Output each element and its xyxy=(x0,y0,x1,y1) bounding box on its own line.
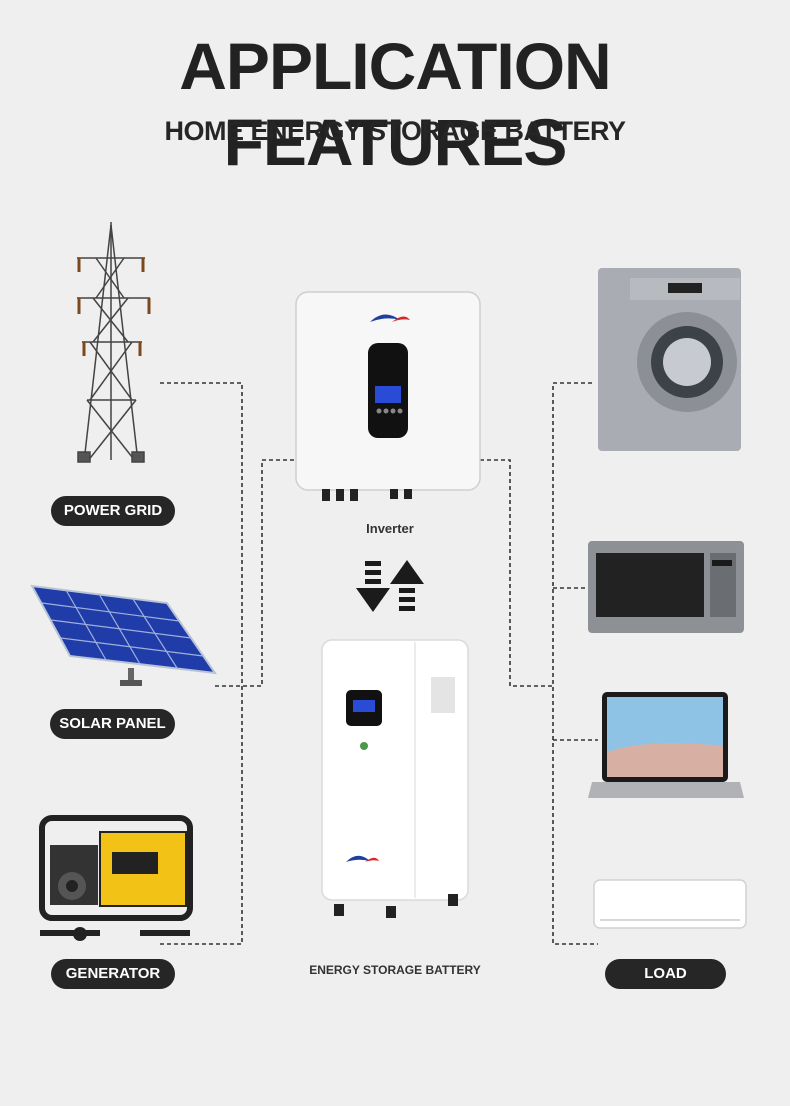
load-label: LOAD xyxy=(605,959,726,989)
solar-panel-label: SOLAR PANEL xyxy=(50,709,175,739)
generator-icon xyxy=(39,815,193,941)
load-bus-connector xyxy=(552,382,598,945)
battery-cabinet-icon xyxy=(321,639,469,918)
inverter-icon xyxy=(295,291,481,501)
air-conditioner-icon xyxy=(593,879,747,929)
generator-label: GENERATOR xyxy=(51,959,175,989)
bidirectional-arrows-icon xyxy=(356,560,424,612)
laptop-icon xyxy=(588,692,744,798)
solar-panel-icon xyxy=(30,584,218,686)
battery-label: ENERGY STORAGE BATTERY xyxy=(309,963,481,977)
microwave-icon xyxy=(588,541,744,633)
solar-connector xyxy=(215,459,296,687)
inverter-label: Inverter xyxy=(366,521,414,536)
washing-machine-icon xyxy=(598,268,741,451)
page-subtitle: HOME ENERGY STORAGE BATTERY xyxy=(164,116,626,146)
power-tower-icon xyxy=(77,222,151,463)
connector-lines xyxy=(160,382,598,945)
power-grid-label: POWER GRID xyxy=(51,496,175,526)
page-title: APPLICATION FEATURES xyxy=(179,29,611,179)
inverter-to-load-connector xyxy=(480,459,552,687)
